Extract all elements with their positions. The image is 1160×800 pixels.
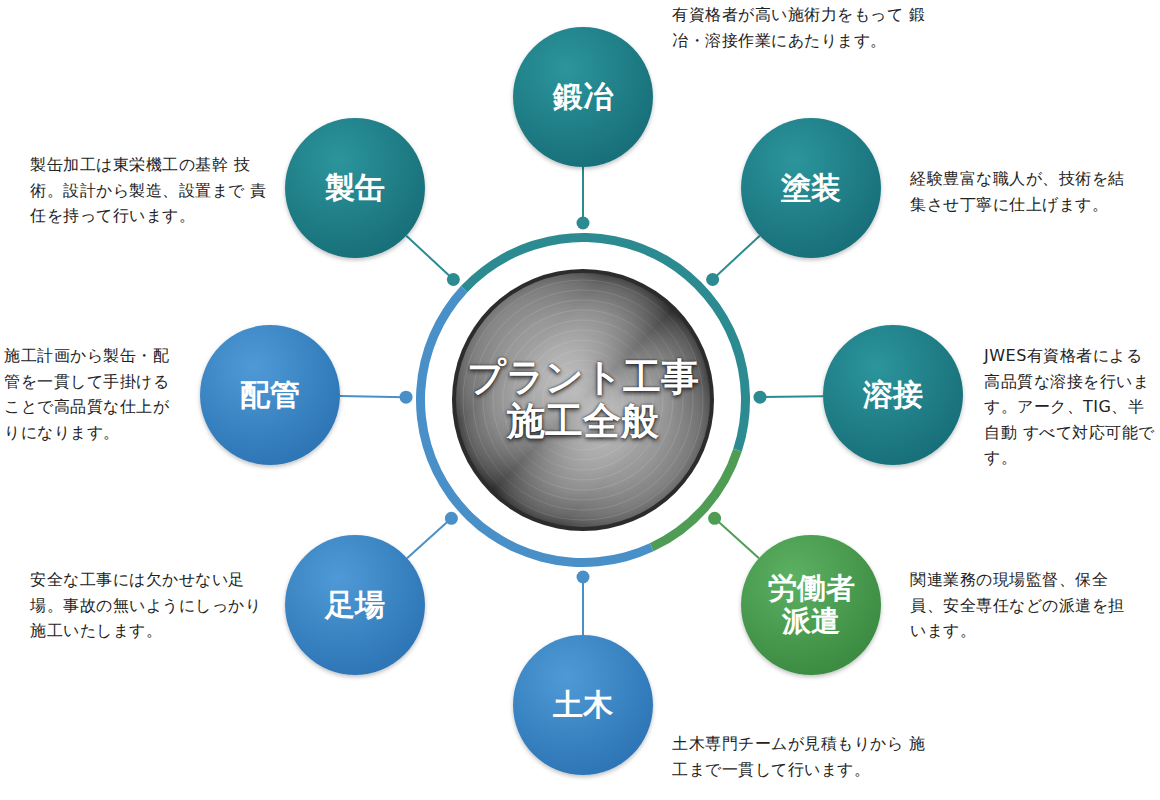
- service-name: 土木: [528, 688, 638, 723]
- connector-line: [760, 396, 823, 397]
- service-name: 溶接: [838, 378, 948, 413]
- connector-line: [713, 236, 760, 280]
- connector-dot: [577, 217, 590, 230]
- service-name: 製缶: [300, 171, 410, 206]
- connector-dot: [708, 512, 721, 525]
- center-disc: プラント工事 施工全般: [406, 223, 760, 577]
- connector-dot: [753, 391, 766, 404]
- description-text: 土木専門チームが見積もりから 施工まで一貫して行います。: [672, 731, 934, 782]
- service-name: 労働者 派遣: [756, 572, 866, 639]
- service-name: 足場: [300, 588, 410, 623]
- connector-dot: [447, 273, 460, 286]
- connector-line: [407, 518, 451, 558]
- connector-line: [715, 518, 759, 558]
- service-circle: 製缶: [285, 118, 425, 258]
- disc-rim: [452, 269, 714, 531]
- service-circle: 鍛冶: [513, 27, 653, 167]
- service-name: 塗装: [756, 171, 866, 206]
- connector-line: [582, 167, 584, 223]
- disc-face: [456, 273, 710, 527]
- service-circle: 足場: [285, 535, 425, 675]
- connector-dot: [706, 273, 719, 286]
- center-title: プラント工事 施工全般: [465, 356, 701, 443]
- connector-dot: [445, 512, 458, 525]
- description-text: 経験豊富な職人が、技術を結 集させ丁寧に仕上げます。: [910, 166, 1140, 217]
- service-name: 配管: [215, 378, 325, 413]
- service-name: 鍛冶: [528, 80, 638, 115]
- description-text: 製缶加工は東栄機工の基幹 技術。設計から製造、設置まで 責任を持って行います。: [30, 152, 270, 229]
- service-circle: 塗装: [741, 118, 881, 258]
- connector-dot: [577, 571, 590, 584]
- connector-line: [340, 396, 406, 397]
- connector-line: [406, 236, 453, 280]
- service-circle: 土木: [513, 635, 653, 775]
- description-text: JWES有資格者による 高品質な溶接を行いま す。アーク、TIG、半自動 すべて…: [984, 343, 1156, 471]
- description-text: 安全な工事には欠かせない足 場。事故の無いようにしっかり 施工いたします。: [30, 567, 270, 644]
- description-text: 施工計画から製缶・配 管を一貫して手掛ける ことで高品質な仕上が りになります。: [4, 343, 184, 445]
- description-text: 関連業務の現場監督、保全 員、安全専任などの派遣を担 います。: [910, 567, 1142, 644]
- disc-sheen: [456, 273, 710, 527]
- service-circle: 配管: [200, 325, 340, 465]
- connector-dot: [400, 391, 413, 404]
- service-circle: 溶接: [823, 325, 963, 465]
- connector-line: [582, 577, 584, 635]
- description-text: 有資格者が高い施術力をもって 鍛冶・溶接作業にあたります。: [672, 2, 934, 53]
- service-circle: 労働者 派遣: [741, 535, 881, 675]
